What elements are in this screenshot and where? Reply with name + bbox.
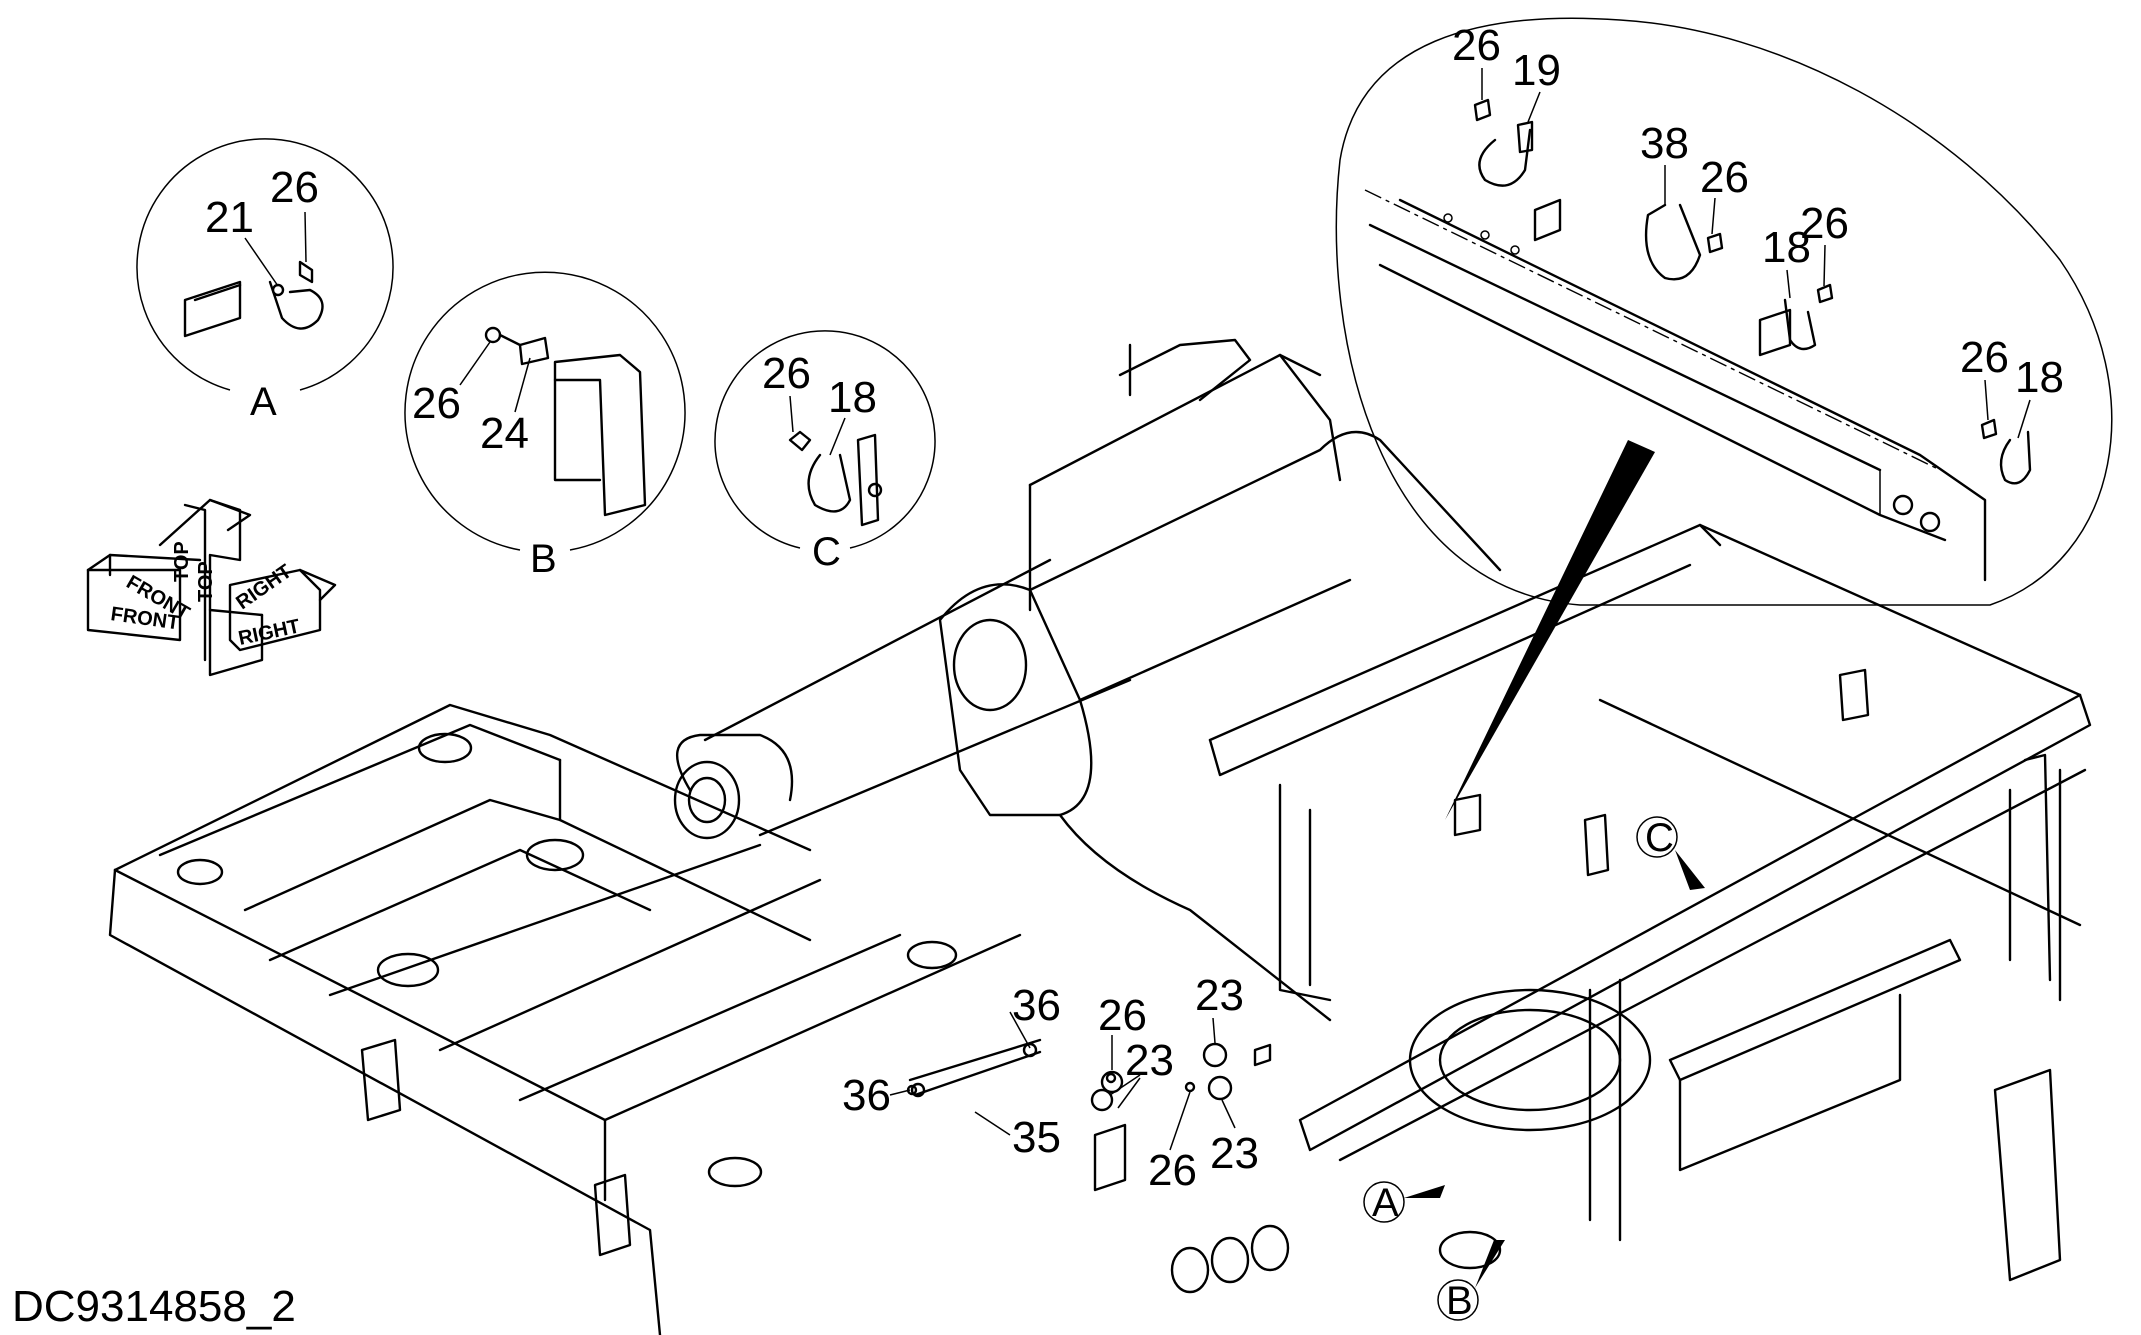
callout-18: 18 bbox=[2015, 353, 2064, 402]
callout-18: 18 bbox=[828, 373, 877, 422]
orientation-arrows: TOP TOP FRONT FRONT RIGHT RIGHT bbox=[86, 498, 337, 677]
orientation-top-label-2: TOP bbox=[171, 541, 193, 582]
svg-text:B: B bbox=[1446, 1279, 1473, 1323]
callout-26: 26 bbox=[762, 349, 811, 398]
callout-18: 18 bbox=[1762, 223, 1811, 272]
callout-26: 26 bbox=[1452, 21, 1501, 70]
callout-19: 19 bbox=[1512, 46, 1561, 95]
callout-23: 23 bbox=[1210, 1129, 1259, 1178]
detail-label-c: C bbox=[812, 530, 841, 574]
callout-26: 26 bbox=[1148, 1146, 1197, 1195]
callout-leaders bbox=[889, 1011, 1236, 1151]
callout-26: 26 bbox=[1960, 333, 2009, 382]
callout-38: 38 bbox=[1640, 119, 1689, 168]
callout-26: 26 bbox=[1700, 153, 1749, 202]
detail-oval-top: 26 19 38 26 18 26 26 18 bbox=[1335, 17, 2113, 606]
callout-21: 21 bbox=[205, 193, 254, 242]
callout-36: 36 bbox=[1012, 981, 1061, 1030]
middle-parts bbox=[906, 1038, 1272, 1192]
drawing-code: DC9314858_2 bbox=[12, 1282, 296, 1331]
marker-b: B bbox=[1437, 1240, 1505, 1323]
orientation-top-label: TOP bbox=[195, 561, 217, 602]
callout-36: 36 bbox=[842, 1071, 891, 1120]
detail-c: 26 18 C bbox=[714, 330, 936, 574]
detail-label-b: B bbox=[530, 537, 557, 581]
orientation-right-label-2: RIGHT bbox=[232, 560, 296, 614]
orientation-right-label: RIGHT bbox=[236, 615, 301, 649]
marker-c: C bbox=[1636, 816, 1705, 890]
callout-26: 26 bbox=[412, 379, 461, 428]
callout-26: 26 bbox=[1800, 199, 1849, 248]
callout-23: 23 bbox=[1195, 971, 1244, 1020]
detail-a: 21 26 A bbox=[136, 138, 394, 424]
detail-b: 26 24 B bbox=[404, 271, 686, 581]
detail-label-a: A bbox=[250, 380, 277, 424]
clamp-bracket-b bbox=[484, 326, 647, 517]
callout-24: 24 bbox=[480, 409, 529, 458]
upper-frame-assembly bbox=[108, 338, 2092, 1335]
svg-text:A: A bbox=[1372, 1181, 1399, 1225]
callout-35: 35 bbox=[1012, 1113, 1061, 1162]
clamp-bracket-a bbox=[183, 260, 324, 338]
callout-26: 26 bbox=[270, 163, 319, 212]
clamp-bracket-c bbox=[788, 430, 883, 527]
marker-a: A bbox=[1363, 1181, 1445, 1225]
callout-23: 23 bbox=[1125, 1036, 1174, 1085]
leader-wedge bbox=[1445, 440, 1655, 820]
callout-26: 26 bbox=[1098, 991, 1147, 1040]
svg-text:C: C bbox=[1645, 816, 1674, 860]
